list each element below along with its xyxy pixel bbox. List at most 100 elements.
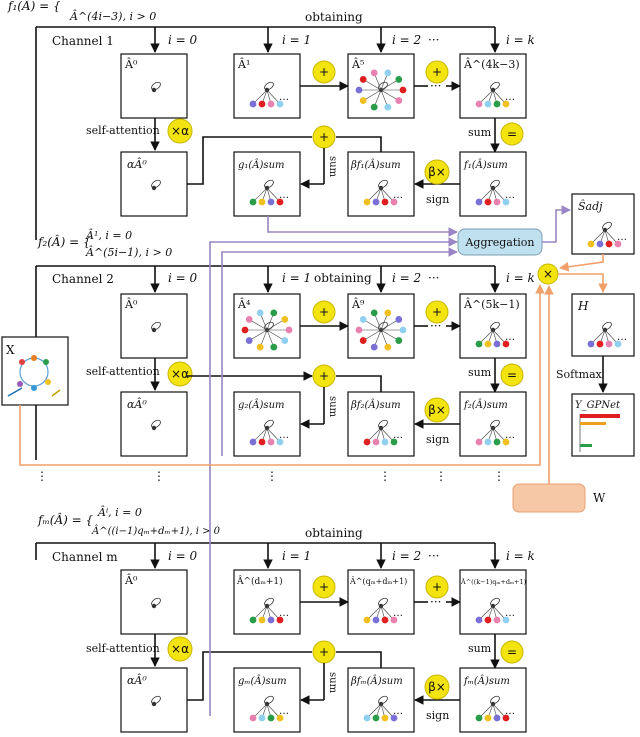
mini-graph-glyph: … <box>363 597 403 624</box>
ch1-box-g-label: g₁(Â)sum <box>238 159 285 171</box>
mini-graph-glyph <box>151 419 161 431</box>
mini-graph-glyph <box>151 597 161 609</box>
chm-times-alpha <box>167 636 193 662</box>
fm-case-1: Âⁱ, i = 0 <box>97 505 142 519</box>
ch1-times-beta <box>424 159 450 185</box>
ch2-plus-1-label: + <box>319 305 329 319</box>
ch2-plus-1 <box>312 300 336 324</box>
channel-1: Channel 1 i = 0 i = 1 i = 2 ··· i = k Â⁰… <box>52 27 535 217</box>
chm-self-attention: self-attention <box>86 642 160 655</box>
ch2-box-alpha-label: αÂ⁰ <box>127 397 147 411</box>
ch1-sign-label: sign <box>426 193 449 206</box>
mini-graph-ellipsis: … <box>505 332 515 343</box>
softmax-label: Softmax <box>556 368 603 381</box>
channel-1-label: Channel 1 <box>52 34 114 48</box>
f2-case-1: Â¹, i = 0 <box>85 228 132 242</box>
vdots-4: ⋮ <box>379 469 391 483</box>
ch2-equals-label: = <box>507 368 517 382</box>
ch2-box-beta <box>347 391 415 457</box>
f1-definition: f₁(Â) = { <box>7 0 61 13</box>
ch2-times-beta <box>424 397 450 423</box>
ch2-sum-label: sum <box>468 366 492 379</box>
ch1-box-f-label: f₁(Â)sum <box>463 159 508 171</box>
ch2-ik: i = k <box>506 271 535 285</box>
chm-box-g-label: gₘ(Â)sum <box>238 675 287 687</box>
chm-box-a0 <box>120 569 188 635</box>
ch1-sum-label: sum <box>468 126 492 139</box>
ch1-equals <box>500 122 524 146</box>
mini-graph-glyph: … <box>363 419 403 446</box>
ch2-box-a9 <box>347 293 415 359</box>
w-label: W <box>593 491 606 505</box>
mini-graph-glyph: … <box>587 221 627 248</box>
mini-graph-glyph: … <box>249 597 289 624</box>
mini-graph-glyph: … <box>475 419 515 446</box>
ch1-box-ak-label: Â^(4k−3) <box>463 57 520 71</box>
ch2-box-f <box>459 391 527 457</box>
mini-graph-glyph: … <box>475 81 515 108</box>
channel-2: Channel 2 i = 0 i = 1 obtaining i = 2 ··… <box>52 266 535 457</box>
s-adj-label: Ŝadj <box>578 199 603 213</box>
ch2-box-a0-label: Â⁰ <box>124 297 138 311</box>
ch1-box-a1-label: Â¹ <box>237 57 250 71</box>
ch1-ik: i = k <box>506 33 535 47</box>
chm-sign-label: sign <box>426 709 449 722</box>
chm-sum-label: sum <box>468 642 492 655</box>
channel-m: obtaining Channel m i = 0 i = 1 i = 2 ··… <box>52 526 535 733</box>
chm-box-a0-label: Â⁰ <box>124 573 138 587</box>
ch1-box-alpha-label: αÂ⁰ <box>127 157 147 171</box>
ch1-i0: i = 0 <box>168 33 198 47</box>
ch2-plus-sum-label: + <box>319 369 329 383</box>
mini-graph-glyph: … <box>475 597 515 624</box>
chm-box-ak-label: Â^((k−1)qₘ+dₘ+1) <box>460 577 527 586</box>
ch2-box-g <box>233 391 301 457</box>
ch2-self-attention: self-attention <box>86 365 160 378</box>
ch2-dots-row: ··· <box>430 319 441 333</box>
mini-graph-ellipsis: … <box>279 706 289 717</box>
fm-definition: fₘ(Â) = { <box>37 512 94 527</box>
ch1-plus-1-label: + <box>319 65 329 79</box>
times-operator-label: × <box>543 267 553 281</box>
f1-case: Â^(4i−3), i > 0 <box>69 9 156 23</box>
chm-box-alpha <box>120 667 188 733</box>
chm-box-alpha-label: αÂ⁰ <box>127 673 147 687</box>
ch2-box-beta-label: βf₂(Â)sum <box>350 399 401 411</box>
chm-plus-2 <box>425 575 449 599</box>
ch1-sum-vertical: sum <box>327 156 338 178</box>
mini-graph-glyph: … <box>363 695 403 722</box>
chm-box-a1 <box>233 569 301 635</box>
input-graph-box <box>1 336 69 406</box>
ch1-box-g <box>233 151 301 217</box>
vdots-2: ⋮ <box>153 469 165 483</box>
chm-i1: i = 1 <box>282 549 311 563</box>
obtaining-label-ch2: obtaining <box>314 271 372 285</box>
mini-graph-ellipsis: … <box>617 332 627 343</box>
ch2-box-ak-label: Â^(5k−1) <box>463 297 520 311</box>
ch1-plus-sum-label: + <box>319 130 329 144</box>
mini-graph-glyph <box>151 81 161 93</box>
ch1-box-a5-label: Â⁵ <box>351 57 364 71</box>
ch2-box-a0 <box>120 293 188 359</box>
ch2-box-a4 <box>233 293 301 359</box>
mini-graph-ellipsis: … <box>279 92 289 103</box>
ch2-i2: i = 2 <box>392 271 421 285</box>
mini-graph-ellipsis: … <box>505 608 515 619</box>
mini-graph-glyph: … <box>249 419 289 446</box>
input-graph-icon <box>7 355 61 397</box>
chm-i0: i = 0 <box>168 549 198 563</box>
w-box <box>512 483 586 513</box>
chm-box-beta <box>347 667 415 733</box>
ch1-dots-row: ··· <box>430 79 441 93</box>
chm-dots-header: ··· <box>428 549 439 563</box>
mini-graph-ellipsis: … <box>505 430 515 441</box>
chm-sum-vertical: sum <box>327 672 338 694</box>
mini-graph-glyph: … <box>363 179 403 206</box>
ch2-dots-header: ··· <box>428 271 439 285</box>
mini-graph-ellipsis: … <box>505 92 515 103</box>
mini-graph-glyph <box>151 321 161 333</box>
ch1-i1: i = 1 <box>282 33 311 47</box>
ch1-plus-2-label: + <box>432 65 442 79</box>
ch1-box-alpha <box>120 151 188 217</box>
ch1-self-attention: self-attention <box>86 124 160 137</box>
chm-plus-1-label: + <box>319 580 329 594</box>
